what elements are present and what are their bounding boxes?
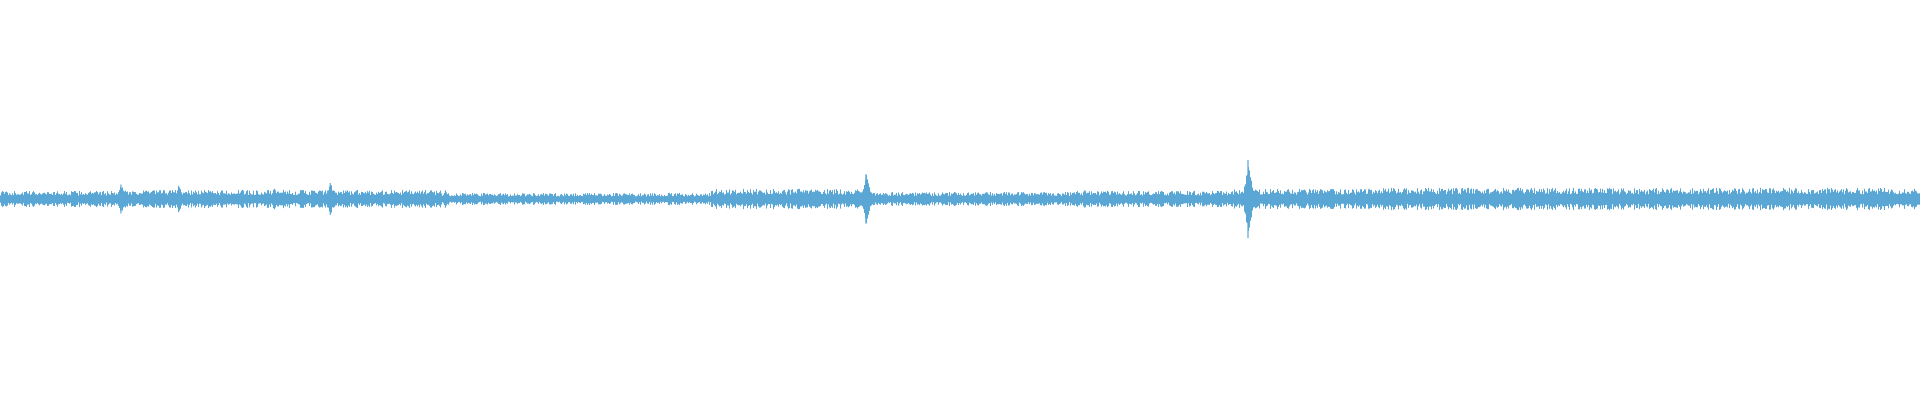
waveform-series xyxy=(0,159,1920,239)
waveform-line xyxy=(0,167,1920,231)
